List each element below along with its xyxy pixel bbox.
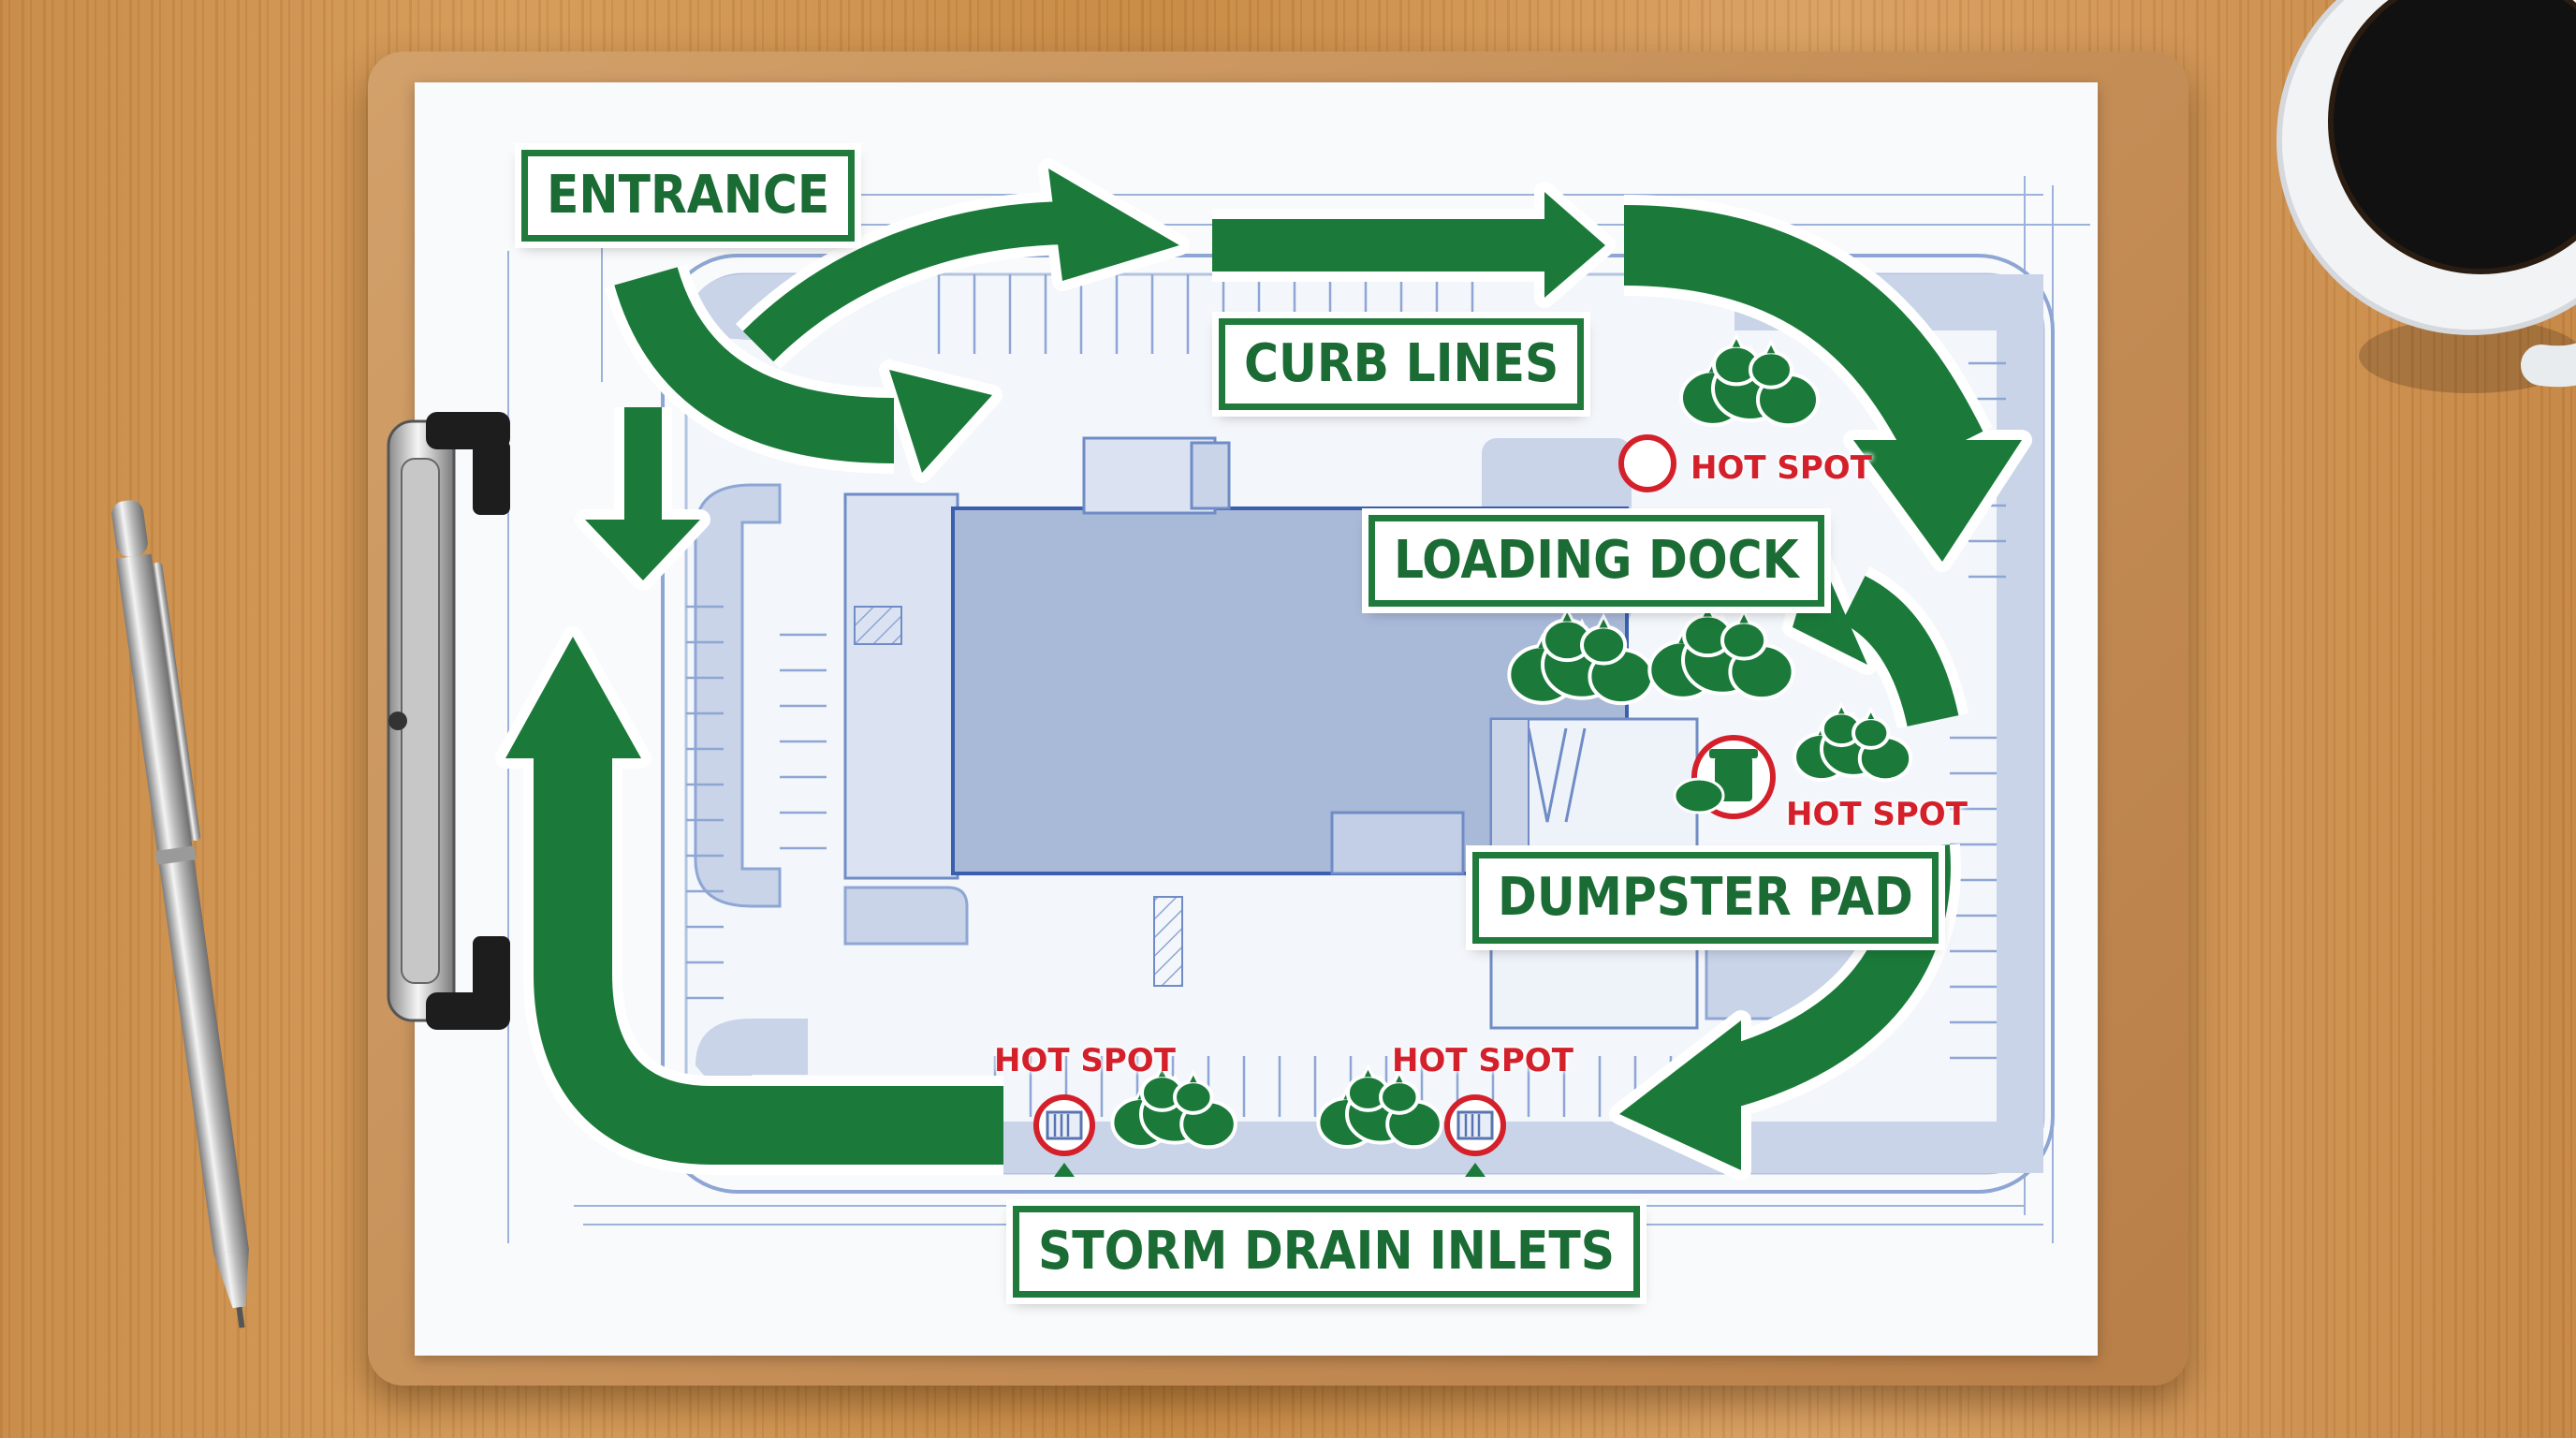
loading-dock-label: LOADING DOCK xyxy=(1362,508,1831,613)
building-footprint xyxy=(843,436,1699,1030)
site-plan xyxy=(507,176,2090,1243)
dumpster-pad-label: DUMPSTER PAD xyxy=(1466,845,1945,950)
hot-spot-drain-left-label: HOT SPOT xyxy=(994,1042,1176,1079)
hot-spot-drain-right-label: HOT SPOT xyxy=(1392,1042,1573,1079)
entrance-label: ENTRANCE xyxy=(514,143,862,248)
pen-icon xyxy=(111,500,249,1328)
hot-spot-loading-dock-label: HOT SPOT xyxy=(1690,449,1872,487)
clipboard-clip-icon xyxy=(387,412,510,1030)
storm-drain-inlets-label: STORM DRAIN INLETS xyxy=(1005,1199,1647,1304)
coffee-mug-icon xyxy=(2276,0,2576,393)
curb-lines-label: CURB LINES xyxy=(1211,312,1591,417)
hot-spot-dumpster-label: HOT SPOT xyxy=(1786,796,1968,833)
